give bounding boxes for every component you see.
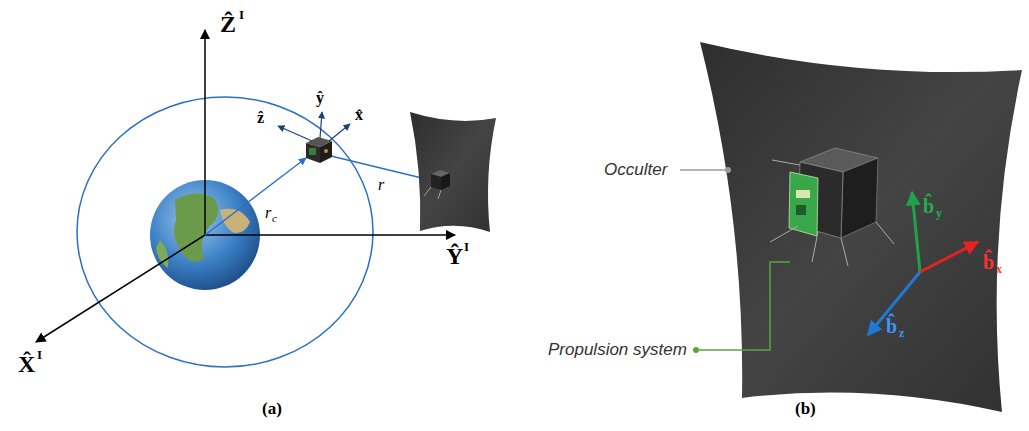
axis-superscript: I [464, 240, 469, 253]
occulter [410, 112, 496, 232]
axis-subscript: y [936, 207, 942, 219]
panel-b [680, 42, 1022, 412]
axis-label: b̂ [983, 252, 994, 272]
y-axis [205, 234, 455, 236]
axis-subscript: x [996, 263, 1002, 275]
orbit [77, 97, 373, 367]
body-x-axis [329, 124, 350, 141]
axis-label: x̂ [355, 107, 363, 123]
panel-a [36, 30, 496, 367]
continent [156, 240, 168, 268]
body-y-axis [912, 192, 920, 272]
leader-line [696, 262, 790, 350]
body-x-axis [920, 242, 978, 272]
body-y-axis [320, 112, 322, 138]
panel-caption: (a) [262, 400, 282, 417]
part-label: Occulter [604, 161, 667, 178]
body-z-axis [278, 126, 312, 141]
axis-label: Ẑ [220, 12, 236, 36]
vector-label: r [378, 177, 384, 193]
axis-label: b̂ [923, 196, 934, 216]
occulter [700, 42, 1022, 412]
leader-dot [693, 347, 699, 353]
body-z-axis [868, 272, 920, 335]
panel-caption: (b) [795, 400, 816, 417]
position-vector [205, 158, 306, 235]
vector-label: r [265, 205, 271, 221]
continent [174, 193, 218, 261]
axis-label: ẑ [257, 110, 264, 126]
cubesat [306, 137, 332, 163]
vector-subscript: c [272, 213, 277, 224]
leader-line [680, 169, 728, 171]
part-label: Propulsion system [548, 341, 687, 358]
axis-label: X̂ [18, 352, 35, 376]
z-axis [204, 30, 206, 235]
axis-label: Ŷ [446, 244, 463, 268]
axis-subscript: z [899, 327, 904, 339]
leader-dot [725, 167, 731, 173]
x-axis [36, 235, 205, 342]
cubesat [770, 148, 894, 266]
occulter-cubesat [424, 170, 450, 199]
axis-superscript: I [37, 348, 42, 361]
propulsion-board [789, 172, 818, 236]
axis-label: b̂ [886, 316, 897, 336]
axis-superscript: I [239, 8, 244, 21]
axis-label: ŷ [316, 90, 324, 106]
